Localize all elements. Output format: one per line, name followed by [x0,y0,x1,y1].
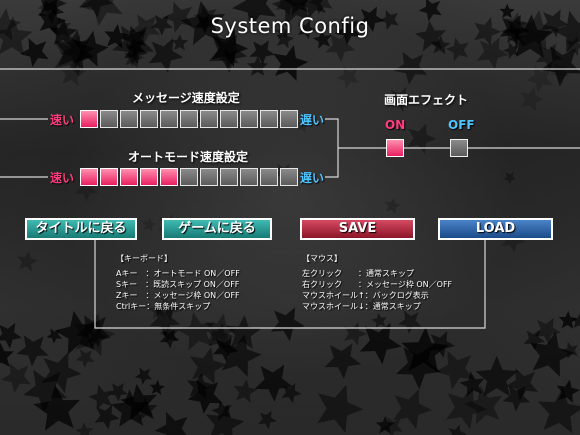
slider-cell[interactable] [260,110,278,128]
mouse-help: 【マウス】 左クリック ：通常スキップ 右クリック ：メッセージ枠 ON／OFF… [302,253,452,312]
auto-speed-label: オートモード速度設定 [128,150,249,164]
auto-speed-fast-label: 速い [50,171,75,185]
slider-cell[interactable] [280,110,298,128]
keyboard-help: 【キーボード】 Aキー ：オートモード ON／OFF Sキー ：既読スキップ O… [116,253,240,312]
slider-cell[interactable] [220,168,238,186]
slider-cell[interactable] [240,168,258,186]
keyboard-help-line: Aキー ：オートモード ON／OFF [116,269,240,278]
message-speed-label: メッセージ速度設定 [132,91,240,105]
return-to-title-button[interactable]: タイトルに戻る [25,218,137,240]
mouse-help-line: マウスホイール↓：通常スキップ [302,302,421,311]
mouse-help-line: 左クリック ：通常スキップ [302,269,414,278]
screen-effect-label: 画面エフェクト [384,93,469,107]
save-button[interactable]: SAVE [300,218,415,240]
slider-cell[interactable] [160,168,178,186]
mouse-help-line: 右クリック ：メッセージ枠 ON／OFF [302,280,453,289]
slider-cell[interactable] [200,110,218,128]
mouse-help-heading: 【マウス】 [302,254,342,263]
message-speed-slider[interactable] [80,110,298,128]
auto-speed-slow-label: 遅い [300,171,325,185]
effect-off-label: OFF [448,118,475,132]
load-button[interactable]: LOAD [438,218,553,240]
keyboard-help-line: Ctrlキー：無条件スキップ [116,302,211,311]
slider-cell[interactable] [220,110,238,128]
effect-on-toggle[interactable] [386,139,404,157]
slider-cell[interactable] [180,168,198,186]
slider-cell[interactable] [120,110,138,128]
slider-cell[interactable] [100,168,118,186]
slider-cell[interactable] [260,168,278,186]
keyboard-help-line: Sキー ：既読スキップ ON／OFF [116,280,240,289]
slider-cell[interactable] [140,168,158,186]
slider-cell[interactable] [240,110,258,128]
slider-cell[interactable] [100,110,118,128]
mouse-help-line: マウスホイール↑：バックログ表示 [302,291,429,300]
keyboard-help-line: Zキー ：メッセージ枠 ON／OFF [116,291,240,300]
keyboard-help-heading: 【キーボード】 [116,254,172,263]
return-to-game-button[interactable]: ゲームに戻る [162,218,272,240]
effect-off-toggle[interactable] [450,139,468,157]
slider-cell[interactable] [280,168,298,186]
slider-cell[interactable] [80,110,98,128]
page-title: System Config [210,14,370,38]
slider-cell[interactable] [120,168,138,186]
slider-cell[interactable] [160,110,178,128]
slider-cell[interactable] [180,110,198,128]
auto-speed-slider[interactable] [80,168,298,186]
slider-cell[interactable] [80,168,98,186]
slider-cell[interactable] [200,168,218,186]
message-speed-slow-label: 遅い [300,113,325,127]
slider-cell[interactable] [140,110,158,128]
effect-on-label: ON [385,118,406,132]
message-speed-fast-label: 速い [50,113,75,127]
